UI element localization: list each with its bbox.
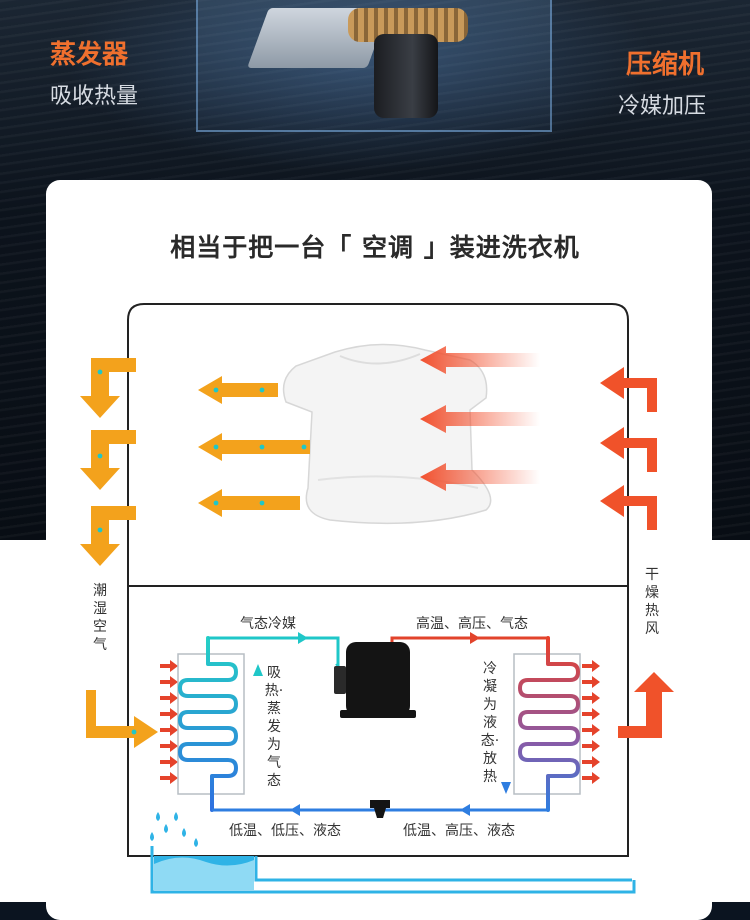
orange-left-arrow [198, 489, 300, 517]
evaporator-coil-icon [177, 636, 245, 812]
orange-left-arrow [198, 433, 310, 461]
dry-hot-air-label: 干燥热风 [645, 567, 659, 637]
red-elbow-arrow [600, 485, 657, 530]
condense-release-label: 冷凝为液态·放热 [480, 661, 500, 785]
flow-arrow-icon [290, 804, 300, 816]
water-tank [150, 846, 636, 894]
evaporator-intake-arrows [160, 660, 178, 784]
machine-illustration [196, 0, 552, 132]
flow-arrow-icon [460, 804, 470, 816]
water-drop-icon [164, 824, 168, 833]
humid-air-label: 潮湿空气 [93, 583, 107, 653]
hot-air-arrows [420, 346, 540, 491]
water-drop-icon [156, 812, 160, 821]
compressor-title: 压缩机 [626, 50, 705, 80]
red-left-arrow [420, 463, 540, 491]
water-drop-icon [194, 838, 198, 847]
dry-air-elbow-arrows [600, 367, 657, 530]
card-title: 相当于把一台「 空调 」装进洗衣机 [170, 233, 580, 262]
low-temp-high-pressure-liquid-label: 低温、高压、液态 [403, 823, 515, 839]
water-drop-icon [182, 828, 186, 837]
down-arrow-icon [501, 782, 511, 794]
gas-refrigerant-label: 气态冷媒 [240, 616, 296, 632]
compressor-unit-icon [374, 34, 438, 118]
water-drop-icon [174, 812, 178, 821]
dry-hot-air-out-arrow [618, 672, 674, 738]
gas-refrigerant-line [208, 636, 340, 666]
orange-elbow-arrow [80, 430, 136, 490]
compressor-subtitle: 冷媒加压 [618, 94, 707, 119]
condenser-outlet-arrows [582, 660, 600, 784]
drum-frame [127, 303, 629, 857]
tshirt-icon [282, 343, 492, 525]
humid-air-into-evaporator-arrow [86, 690, 158, 748]
flow-arrow-icon [470, 632, 480, 644]
orange-elbow-arrow [80, 506, 136, 566]
condenser-coil-icon [513, 636, 581, 812]
expansion-valve-icon [370, 800, 390, 818]
red-left-arrow [420, 346, 540, 374]
moist-air-arrows [198, 376, 310, 517]
red-left-arrow [420, 405, 540, 433]
flow-arrow-icon [298, 632, 308, 644]
high-temp-high-pressure-gas-label: 高温、高压、气态 [416, 616, 528, 632]
compressor-icon [334, 642, 416, 718]
red-elbow-arrow [600, 427, 657, 472]
water-drop-icon [150, 832, 154, 841]
orange-elbow-arrow [80, 358, 136, 418]
orange-left-arrow [198, 376, 278, 404]
low-temp-low-pressure-liquid-label: 低温、低压、液态 [229, 823, 341, 839]
evaporator-title: 蒸发器 [50, 40, 129, 70]
humid-air-elbow-arrows [80, 358, 136, 566]
water-drop-icons [150, 812, 198, 847]
red-elbow-arrow [600, 367, 657, 412]
absorb-evaporate-label: 吸热·蒸发为气态 [264, 665, 284, 789]
up-arrow-icon [253, 664, 263, 676]
evaporator-subtitle: 吸收热量 [50, 84, 139, 109]
